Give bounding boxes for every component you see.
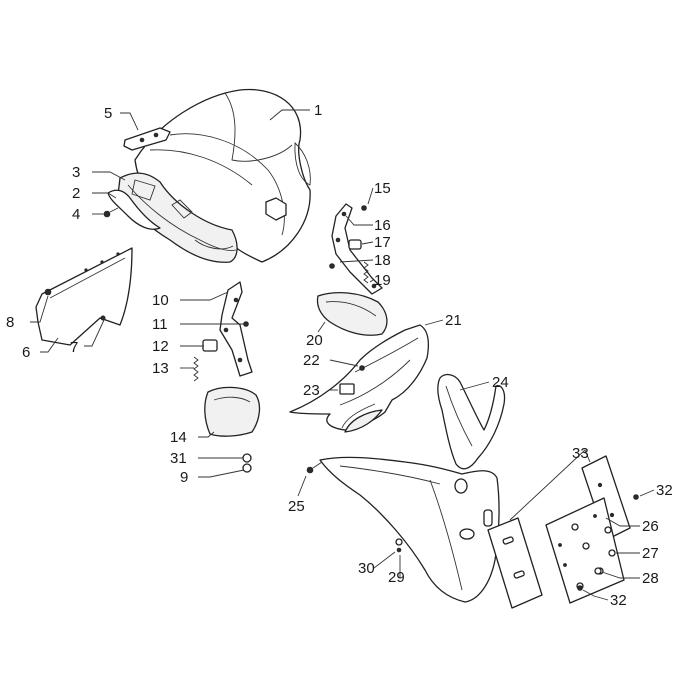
part-6-side-panel[interactable] xyxy=(35,247,133,346)
callout-1: 1 xyxy=(314,102,322,119)
part-33-plate-support[interactable] xyxy=(487,517,543,609)
callout-22: 22 xyxy=(303,352,320,369)
part-29-screw[interactable] xyxy=(396,547,402,553)
callout-7: 7 xyxy=(70,339,78,356)
hexagon-emblem xyxy=(265,197,287,221)
part-17-bushing[interactable] xyxy=(348,239,362,250)
callout-labels: 1 2 3 4 5 6 7 8 9 10 11 12 13 14 15 16 1… xyxy=(6,102,673,609)
part-2-bracket[interactable] xyxy=(107,189,161,230)
part-12-bushing[interactable] xyxy=(202,339,218,352)
part-15-screw[interactable] xyxy=(361,205,367,211)
callout-31: 31 xyxy=(170,450,187,467)
part-30-clip[interactable] xyxy=(395,538,403,546)
callout-6: 6 xyxy=(22,344,30,361)
callout-2: 2 xyxy=(72,185,80,202)
callout-12: 12 xyxy=(152,338,169,355)
part-10-hinge-arm[interactable] xyxy=(219,281,253,377)
callout-32-bottom: 32 xyxy=(610,592,627,609)
part-4-screw[interactable] xyxy=(103,207,119,218)
part-25-screw[interactable] xyxy=(306,461,323,474)
part-11-screw[interactable] xyxy=(243,321,249,327)
part-24-rear-fender[interactable] xyxy=(437,373,506,470)
part-27-bolt[interactable] xyxy=(608,549,616,557)
callout-11: 11 xyxy=(152,316,168,333)
callout-5: 5 xyxy=(104,105,112,122)
part-23-clip[interactable] xyxy=(339,383,355,395)
callout-27: 27 xyxy=(642,545,659,562)
callout-4: 4 xyxy=(72,206,80,223)
part-13-spring[interactable] xyxy=(193,356,199,382)
callout-20: 20 xyxy=(306,332,323,349)
callout-3: 3 xyxy=(72,164,80,181)
callout-25: 25 xyxy=(288,498,305,515)
callout-32-top: 32 xyxy=(656,482,673,499)
part-9-nut[interactable] xyxy=(242,463,252,473)
part-20-hinge-cover[interactable] xyxy=(316,291,388,336)
callout-16: 16 xyxy=(374,217,391,234)
part-14-hinge-cover[interactable] xyxy=(204,386,261,437)
callout-23: 23 xyxy=(303,382,320,399)
part-3-inner-frame[interactable] xyxy=(117,172,238,263)
callout-21: 21 xyxy=(445,312,462,329)
callout-26: 26 xyxy=(642,518,659,535)
part-19-spring[interactable] xyxy=(363,261,369,284)
part-8-fastener[interactable] xyxy=(44,288,52,296)
callout-15: 15 xyxy=(374,180,391,197)
callout-9: 9 xyxy=(180,469,188,486)
part-28-nut[interactable] xyxy=(594,567,602,575)
callout-17: 17 xyxy=(374,234,391,251)
part-32-screw-top[interactable] xyxy=(633,494,639,500)
callout-24: 24 xyxy=(492,374,509,391)
part-22-screw[interactable] xyxy=(359,365,365,371)
leader-lines xyxy=(30,109,655,601)
callout-13: 13 xyxy=(152,360,169,377)
part-31-washer[interactable] xyxy=(242,453,252,463)
callout-29: 29 xyxy=(388,569,405,586)
callout-19: 19 xyxy=(374,272,391,289)
part-21-rear-housing[interactable] xyxy=(289,324,429,433)
callout-30: 30 xyxy=(358,560,375,577)
callout-18: 18 xyxy=(374,252,391,269)
lower-fender-body[interactable] xyxy=(319,456,500,603)
callout-28: 28 xyxy=(642,570,659,587)
part-32-screw-bottom[interactable] xyxy=(577,585,583,591)
part-16-hinge-arm[interactable] xyxy=(331,203,383,295)
callout-8: 8 xyxy=(6,314,14,331)
callout-10: 10 xyxy=(152,292,169,309)
callout-14: 14 xyxy=(170,429,187,446)
part-5-clip[interactable] xyxy=(123,127,171,151)
callout-33: 33 xyxy=(572,445,589,462)
part-18-screw[interactable] xyxy=(329,263,335,269)
